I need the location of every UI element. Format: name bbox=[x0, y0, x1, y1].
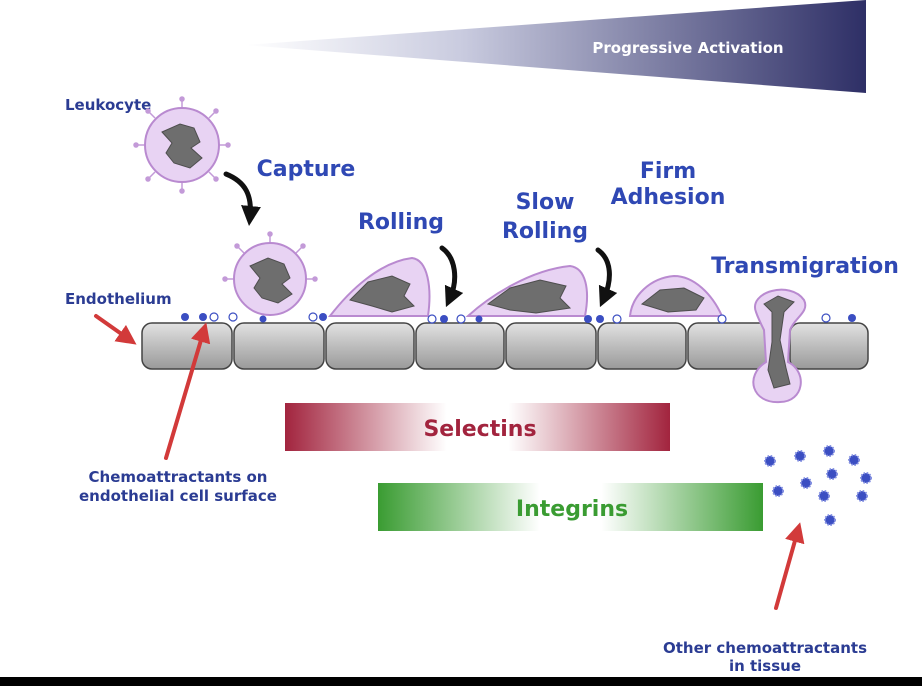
curved-arrow-icon bbox=[439, 245, 464, 308]
selectins-label: Selectins bbox=[423, 417, 536, 442]
leukocyte-free-cell bbox=[133, 96, 231, 194]
stage-capture-label: Capture bbox=[257, 157, 356, 182]
integrins-bar: Integrins bbox=[378, 483, 763, 531]
stage-transmigration-label: Transmigration bbox=[711, 254, 899, 279]
stage-slow-rolling-line2: Rolling bbox=[502, 219, 588, 244]
stage-firm-adhesion-line1: Firm bbox=[640, 159, 696, 184]
endothelium-label: Endothelium bbox=[65, 290, 172, 308]
stage-slow-rolling-line1: Slow bbox=[516, 190, 575, 215]
leukocyte-slow-rolling-cell bbox=[465, 264, 588, 317]
endothelial-cell bbox=[597, 322, 687, 370]
endothelial-cell bbox=[505, 322, 597, 370]
surface-chemoattractant-pointer-arrow bbox=[164, 322, 211, 460]
tissue-chemoattractants bbox=[764, 445, 872, 526]
surface-chemoattractants bbox=[181, 312, 856, 324]
progressive-activation-wedge: Progressive Activation bbox=[245, 0, 866, 93]
pointer-arrows bbox=[94, 314, 805, 610]
stage-firm-adhesion-line2: Adhesion bbox=[611, 185, 726, 210]
endothelial-cell bbox=[789, 322, 869, 370]
progression-arrows bbox=[223, 171, 618, 308]
integrins-label: Integrins bbox=[516, 497, 628, 522]
endothelial-cell bbox=[233, 322, 325, 370]
endothelial-cell bbox=[415, 322, 505, 370]
endothelium-pointer-arrow bbox=[94, 314, 137, 345]
leukocyte-rolling-cell bbox=[327, 256, 431, 317]
leukocyte-capture-cell bbox=[222, 231, 318, 316]
endothelium-layer bbox=[141, 322, 869, 370]
endothelial-cell bbox=[325, 322, 415, 370]
endothelial-cell bbox=[141, 322, 233, 370]
selectins-bar: Selectins bbox=[285, 403, 670, 451]
leukocyte-transmigrating-cell bbox=[752, 288, 807, 404]
chemo-surface-label-line1: Chemoattractants on bbox=[89, 468, 268, 486]
leukocyte-firm-adhesion-cell bbox=[628, 274, 724, 317]
tissue-chemoattractant-pointer-arrow bbox=[774, 522, 805, 610]
stage-rolling-label: Rolling bbox=[358, 210, 444, 235]
curved-arrow-icon bbox=[223, 171, 261, 226]
curved-arrow-icon bbox=[595, 247, 618, 308]
progressive-activation-label: Progressive Activation bbox=[592, 39, 783, 57]
other-chemo-label-line2: in tissue bbox=[729, 657, 801, 675]
chemo-surface-label-line2: endothelial cell surface bbox=[79, 487, 277, 505]
other-chemo-label-line1: Other chemoattractants bbox=[663, 639, 867, 657]
leukocyte-label: Leukocyte bbox=[65, 96, 151, 114]
